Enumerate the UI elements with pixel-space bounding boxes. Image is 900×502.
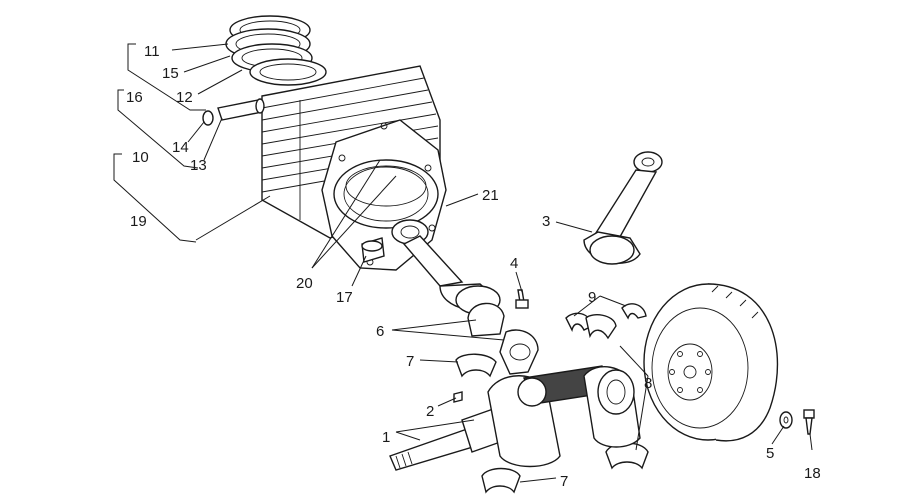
callout-16: 16 (126, 89, 143, 106)
callout-9: 9 (588, 289, 596, 306)
gudgeon-pin (202, 98, 265, 126)
callout-6: 6 (376, 323, 384, 340)
thrust-washers (565, 303, 647, 333)
callout-20: 20 (296, 275, 313, 292)
callout-4: 4 (510, 255, 518, 272)
callout-8: 8 (644, 375, 652, 392)
callout-12: 12 (176, 89, 193, 106)
callout-21: 21 (482, 187, 499, 204)
callout-7-upper: 7 (406, 353, 414, 370)
callout-5: 5 (766, 445, 774, 462)
group-brackets (113, 43, 206, 243)
conrod-bolt (515, 289, 529, 309)
connecting-rod-assembled (391, 219, 501, 315)
crankshaft (389, 365, 641, 471)
callout-19: 19 (130, 213, 147, 230)
leader-lines (171, 43, 813, 483)
callout-3: 3 (542, 213, 550, 230)
callout-10: 10 (132, 149, 149, 166)
callout-17: 17 (336, 289, 353, 306)
flywheel (643, 283, 779, 442)
callout-7-lower: 7 (560, 473, 568, 490)
callout-1: 1 (382, 429, 390, 446)
piston-rings (225, 15, 327, 86)
big-end-cap (467, 302, 539, 375)
small-end-bush (361, 237, 385, 263)
callouts: 11 15 12 16 14 13 10 19 20 17 21 3 4 6 9… (126, 43, 821, 490)
washer-and-bolt (779, 409, 815, 435)
connecting-rod (583, 151, 663, 265)
woodruff-key (453, 391, 463, 403)
callout-18: 18 (804, 465, 821, 482)
main-bearing-shells (455, 314, 649, 494)
callout-14: 14 (172, 139, 189, 156)
callout-15: 15 (162, 65, 179, 82)
callout-13: 13 (190, 157, 207, 174)
callout-11: 11 (144, 43, 160, 60)
callout-2: 2 (426, 403, 434, 420)
